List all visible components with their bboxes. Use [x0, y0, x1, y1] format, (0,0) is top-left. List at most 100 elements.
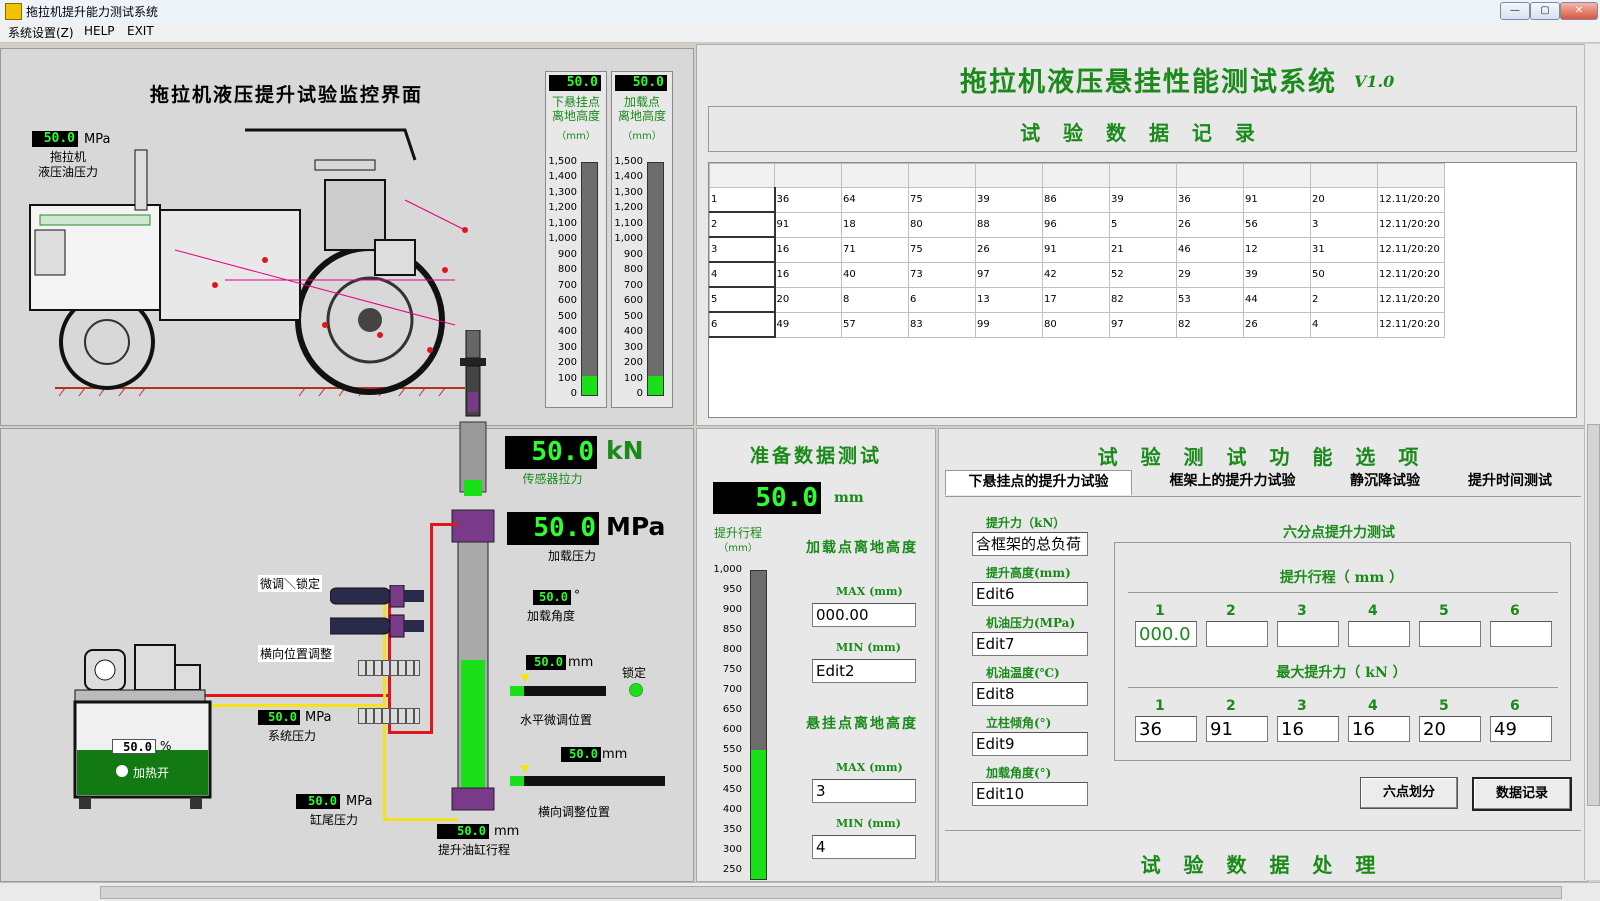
table-cell[interactable]: 46: [1176, 236, 1244, 263]
table-cell[interactable]: 17: [1042, 286, 1110, 313]
load-min-input[interactable]: Edit2: [812, 659, 916, 683]
table-cell[interactable]: 56: [1243, 211, 1311, 238]
field-input[interactable]: Edit7: [972, 632, 1088, 656]
minimize-button[interactable]: —: [1500, 2, 1530, 20]
table-cell[interactable]: 20: [1310, 187, 1378, 213]
table-cell[interactable]: 13: [975, 286, 1043, 313]
menu-exit[interactable]: EXIT: [127, 24, 154, 38]
horizontal-scroll-thumb[interactable]: [100, 886, 1562, 899]
maximize-button[interactable]: ▢: [1530, 2, 1560, 20]
table-cell[interactable]: 2: [1310, 286, 1378, 313]
table-cell[interactable]: 50: [1310, 261, 1378, 288]
lateral-slider[interactable]: [510, 776, 665, 786]
table-cell[interactable]: 99: [975, 311, 1043, 338]
table-cell[interactable]: 75: [908, 187, 976, 213]
table-cell[interactable]: 39: [1243, 261, 1311, 288]
table-cell[interactable]: 21: [1109, 236, 1177, 263]
six-point-divide-button[interactable]: 六点划分: [1360, 777, 1458, 809]
table-cell[interactable]: 53: [1176, 286, 1244, 313]
table-cell[interactable]: 88: [975, 211, 1043, 238]
stroke-input[interactable]: 000.0: [1135, 621, 1197, 647]
fine-tune-slider[interactable]: [510, 686, 606, 696]
table-cell[interactable]: 57: [841, 311, 909, 338]
table-cell[interactable]: 12.11/20:20: [1377, 286, 1445, 313]
row-number-cell[interactable]: 2: [709, 211, 776, 238]
table-cell[interactable]: 97: [975, 261, 1043, 288]
table-cell[interactable]: 96: [1042, 211, 1110, 238]
field-input[interactable]: Edit10: [972, 782, 1088, 806]
vertical-scrollbar[interactable]: [1584, 44, 1600, 880]
table-cell[interactable]: 6: [908, 286, 976, 313]
table-cell[interactable]: 91: [774, 211, 842, 238]
table-cell[interactable]: 82: [1176, 311, 1244, 338]
table-cell[interactable]: 75: [908, 236, 976, 263]
table-cell[interactable]: 8: [841, 286, 909, 313]
row-number-cell[interactable]: 5: [709, 286, 776, 313]
table-cell[interactable]: 12: [1243, 236, 1311, 263]
row-number-cell[interactable]: 3: [709, 236, 776, 263]
table-cell[interactable]: 71: [841, 236, 909, 263]
tab-lift-time[interactable]: 提升时间测试: [1468, 473, 1552, 489]
table-cell[interactable]: 49: [774, 311, 842, 338]
hitch-max-input[interactable]: 3: [812, 779, 916, 803]
table-cell[interactable]: 12.11/20:20: [1377, 211, 1445, 238]
stroke-input[interactable]: [1206, 621, 1268, 647]
field-input[interactable]: 含框架的总负荷: [972, 532, 1088, 556]
table-cell[interactable]: 26: [975, 236, 1043, 263]
field-input[interactable]: Edit9: [972, 732, 1088, 756]
load-max-input[interactable]: 000.00: [812, 603, 916, 627]
table-cell[interactable]: 39: [975, 187, 1043, 213]
table-cell[interactable]: 91: [1243, 187, 1311, 213]
vertical-scroll-thumb[interactable]: [1587, 424, 1600, 806]
force-input[interactable]: 16: [1277, 716, 1339, 742]
table-cell[interactable]: 44: [1243, 286, 1311, 313]
tab-lower-hitch-lift[interactable]: 下悬挂点的提升力试验: [945, 470, 1132, 495]
tab-static-settle[interactable]: 静沉降试验: [1350, 473, 1420, 489]
table-cell[interactable]: 80: [1042, 311, 1110, 338]
table-cell[interactable]: 83: [908, 311, 976, 338]
stroke-input[interactable]: [1490, 621, 1552, 647]
table-cell[interactable]: 16: [774, 261, 842, 288]
tab-frame-lift[interactable]: 框架上的提升力试验: [1169, 473, 1296, 489]
table-cell[interactable]: 36: [1176, 187, 1244, 213]
table-cell[interactable]: 80: [908, 211, 976, 238]
table-cell[interactable]: 16: [774, 236, 842, 263]
row-number-cell[interactable]: 1: [709, 187, 776, 213]
table-cell[interactable]: 82: [1109, 286, 1177, 313]
table-cell[interactable]: 26: [1176, 211, 1244, 238]
table-cell[interactable]: 42: [1042, 261, 1110, 288]
table-cell[interactable]: 64: [841, 187, 909, 213]
table-cell[interactable]: 73: [908, 261, 976, 288]
table-cell[interactable]: 4: [1310, 311, 1378, 338]
force-input[interactable]: 91: [1206, 716, 1268, 742]
table-cell[interactable]: 3: [1310, 211, 1378, 238]
row-number-cell[interactable]: 6: [709, 311, 776, 338]
table-cell[interactable]: 36: [774, 187, 842, 213]
table-cell[interactable]: 12.11/20:20: [1377, 236, 1445, 263]
field-input[interactable]: Edit6: [972, 582, 1088, 606]
table-cell[interactable]: 29: [1176, 261, 1244, 288]
table-cell[interactable]: 40: [841, 261, 909, 288]
force-input[interactable]: 16: [1348, 716, 1410, 742]
horizontal-scrollbar[interactable]: [0, 882, 1600, 901]
table-cell[interactable]: 18: [841, 211, 909, 238]
force-input[interactable]: 36: [1135, 716, 1197, 742]
close-button[interactable]: ✕: [1560, 2, 1598, 20]
force-input[interactable]: 49: [1490, 716, 1552, 742]
data-record-button[interactable]: 数据记录: [1472, 777, 1572, 811]
row-number-cell[interactable]: 4: [709, 261, 776, 288]
table-cell[interactable]: 39: [1109, 187, 1177, 213]
fine-tune-valve[interactable]: [330, 585, 430, 645]
table-cell[interactable]: 12.11/20:20: [1377, 261, 1445, 288]
table-cell[interactable]: 31: [1310, 236, 1378, 263]
table-cell[interactable]: 12.11/20:20: [1377, 311, 1445, 338]
table-cell[interactable]: 52: [1109, 261, 1177, 288]
table-cell[interactable]: 5: [1109, 211, 1177, 238]
table-cell[interactable]: 86: [1042, 187, 1110, 213]
